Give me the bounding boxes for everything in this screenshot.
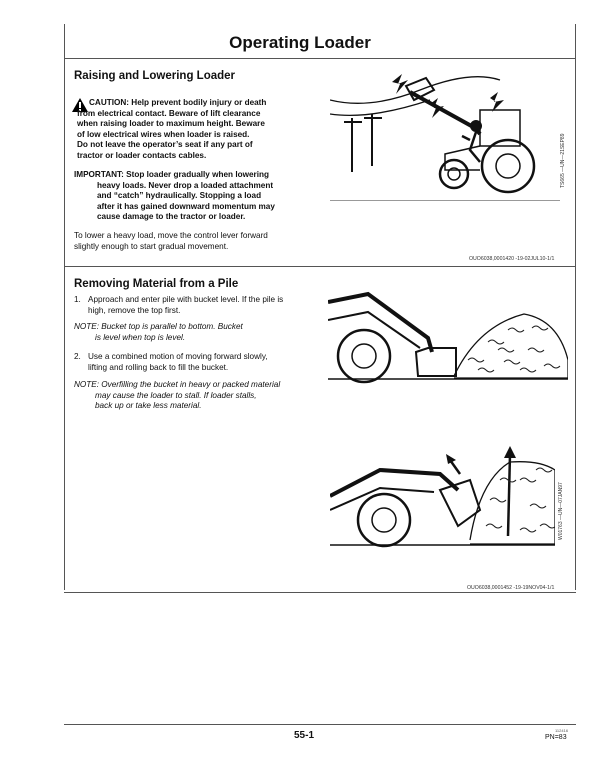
bucket-filling-illustration bbox=[330, 446, 555, 548]
step-line: Approach and enter pile with bucket leve… bbox=[88, 295, 284, 304]
important-line: after it has gained downward momentum ma… bbox=[97, 201, 275, 211]
note-line: NOTE: Bucket top is parallel to bottom. … bbox=[74, 322, 243, 331]
step-line: Use a combined motion of moving forward … bbox=[88, 352, 268, 361]
page-right-rule bbox=[575, 24, 576, 590]
body-line: To lower a heavy load, move the control … bbox=[74, 231, 268, 240]
important-line: and “catch” hydraulically. Stopping a lo… bbox=[97, 191, 262, 201]
section-title-removing-material: Removing Material from a Pile bbox=[74, 278, 239, 290]
footer-rule bbox=[64, 724, 576, 725]
image2-reference: W01763 —UN—07JAN97 bbox=[558, 482, 564, 540]
page-title: Operating Loader bbox=[229, 33, 371, 52]
caution-text: CAUTION: Help prevent bodily injury or d… bbox=[77, 98, 267, 162]
note-line: is level when top is level. bbox=[95, 332, 186, 342]
loader-power-line-illustration bbox=[330, 74, 536, 194]
caution-line: when raising loader to maximum height. B… bbox=[77, 119, 265, 129]
caution-line: Do not leave the operator’s seat if any … bbox=[77, 140, 253, 150]
step-1: 1. Approach and enter pile with bucket l… bbox=[74, 295, 322, 316]
step-line: high, remove the top first. bbox=[88, 305, 181, 315]
note-line: may cause the loader to stall. If loader… bbox=[95, 390, 257, 400]
lowering-instructions: To lower a heavy load, move the control … bbox=[74, 231, 268, 252]
important-line: heavy loads. Never drop a loaded attachm… bbox=[97, 180, 274, 190]
caution-line: of low electrical wires when loader is r… bbox=[77, 129, 250, 139]
section2-ref-code: OUO6038,0001452 -19-19NOV04-1/1 bbox=[467, 585, 555, 591]
note-overfilling: NOTE: Overfilling the bucket in heavy or… bbox=[74, 380, 280, 412]
important-line: IMPORTANT: Stop loader gradually when lo… bbox=[74, 170, 269, 179]
note-bucket-level: NOTE: Bucket top is parallel to bottom. … bbox=[74, 322, 243, 343]
warning-triangle-icon bbox=[72, 98, 88, 112]
step-line: lifting and rolling back to fill the buc… bbox=[88, 362, 229, 372]
important-line: cause damage to the tractor or loader. bbox=[97, 212, 246, 222]
bucket-entering-pile-illustration bbox=[328, 291, 568, 384]
section1-ref-code: OUO6038,0001420 -19-02JUL10-1/1 bbox=[469, 256, 555, 262]
step-number: 1. bbox=[74, 295, 81, 304]
important-text: IMPORTANT: Stop loader gradually when lo… bbox=[74, 170, 275, 223]
step-2: 2. Use a combined motion of moving forwa… bbox=[74, 352, 322, 373]
section2-bottom-rule bbox=[64, 592, 576, 593]
footer-small-code: 112416 bbox=[555, 728, 569, 733]
footer-pn: PN=83 bbox=[545, 734, 567, 741]
section-title-raising-lowering: Raising and Lowering Loader bbox=[74, 70, 236, 82]
page-number: 55-1 bbox=[294, 730, 315, 741]
caution-line: tractor or loader contacts cables. bbox=[77, 150, 207, 160]
image1-reference: TS665 —UN—21SEP89 bbox=[560, 133, 566, 188]
image1-baseline bbox=[330, 200, 560, 201]
note-line: back up or take less material. bbox=[95, 401, 202, 411]
caution-line: from electrical contact. Beware of lift … bbox=[77, 108, 261, 118]
step-number: 2. bbox=[74, 352, 81, 361]
section-divider bbox=[64, 266, 576, 267]
title-underline bbox=[64, 58, 576, 59]
body-line: slightly enough to start gradual movemen… bbox=[74, 241, 229, 251]
caution-line: CAUTION: Help prevent bodily injury or d… bbox=[89, 98, 267, 107]
note-line: NOTE: Overfilling the bucket in heavy or… bbox=[74, 380, 281, 389]
page-left-rule bbox=[64, 24, 65, 590]
